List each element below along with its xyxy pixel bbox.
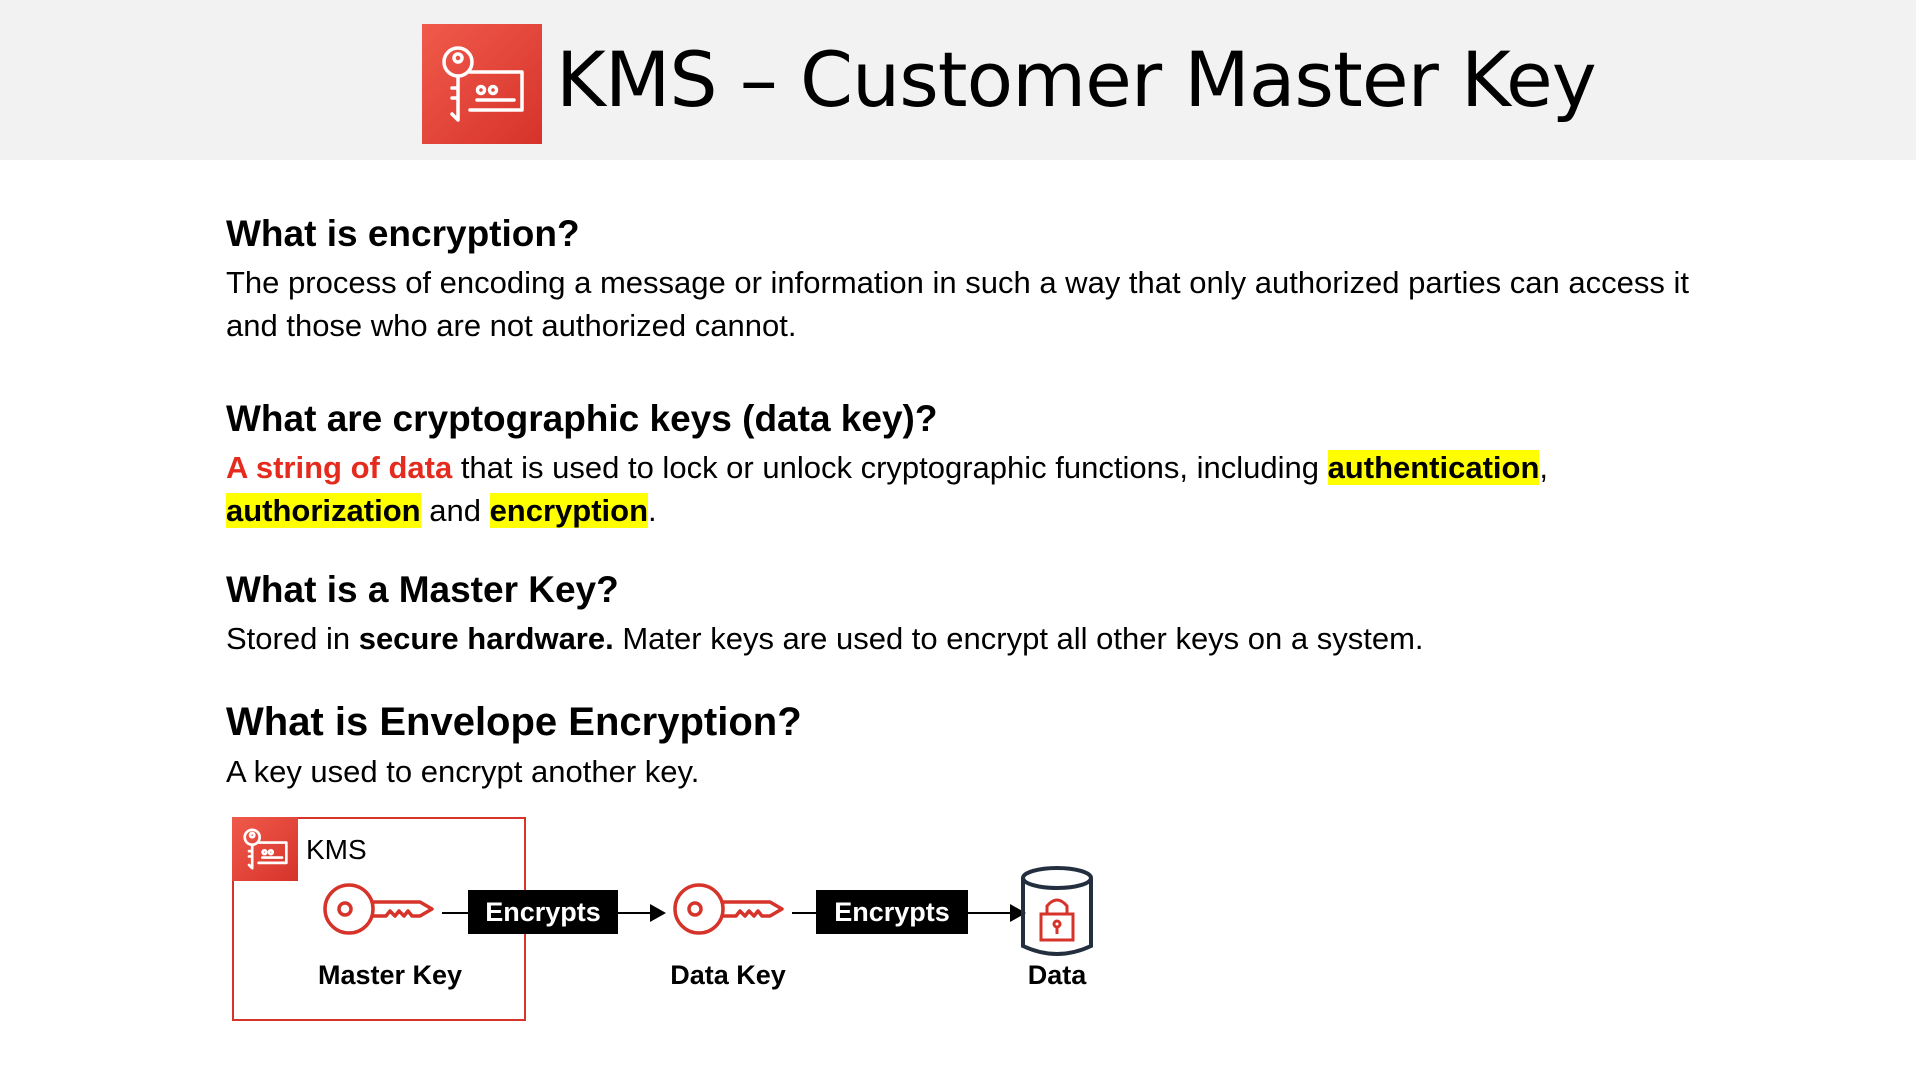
heading-master-key: What is a Master Key? — [226, 569, 619, 610]
arrow-head — [1010, 904, 1026, 922]
kms-label: KMS — [306, 834, 367, 865]
arrow-head — [650, 904, 666, 922]
highlight-authentication: authentication — [1327, 450, 1540, 485]
text-fragment: and — [420, 493, 490, 528]
text-fragment: Mater keys are used to encrypt all other… — [613, 621, 1424, 656]
arrow-line — [618, 912, 652, 914]
data-key-icon — [673, 883, 784, 935]
page-title: KMS – Customer Master Key — [556, 35, 1597, 124]
arrow-line — [442, 912, 468, 914]
data-key-label: Data Key — [670, 960, 786, 990]
master-key-icon — [323, 883, 434, 935]
kms-key-icon — [232, 817, 298, 881]
paragraph-encryption: The process of encoding a message or inf… — [226, 265, 1689, 343]
text-fragment: . — [648, 493, 657, 528]
arrow-line — [792, 912, 816, 914]
paragraph-master-key: Stored in secure hardware. Mater keys ar… — [226, 617, 1706, 660]
highlight-authorization: authorization — [226, 493, 421, 528]
text-fragment: , — [1539, 450, 1549, 485]
kms-key-icon — [422, 24, 542, 144]
arrow-line — [968, 912, 1012, 914]
text-fragment: that is used to lock or unlock cryptogra… — [452, 450, 1328, 485]
master-key-label: Master Key — [317, 960, 463, 990]
paragraph-envelope-encryption: A key used to encrypt another key. — [226, 754, 700, 789]
data-label: Data — [1027, 960, 1087, 990]
paragraph-cryptographic-keys: A string of data that is used to lock or… — [226, 446, 1706, 532]
emphasis-string-of-data: A string of data — [226, 450, 453, 485]
kms-boundary-box — [232, 817, 526, 1021]
heading-encryption: What is encryption? — [226, 213, 580, 254]
database-lock-icon — [1021, 866, 1093, 956]
text-fragment: Stored in — [226, 621, 359, 656]
emphasis-secure-hardware: secure hardware. — [358, 621, 614, 656]
highlight-encryption: encryption — [489, 493, 649, 528]
encrypts-label-2: Encrypts — [816, 890, 968, 934]
heading-cryptographic-keys: What are cryptographic keys (data key)? — [226, 398, 938, 439]
slide-header: KMS – Customer Master Key — [0, 0, 1916, 160]
heading-envelope-encryption: What is Envelope Encryption? — [226, 700, 802, 744]
encrypts-label-1: Encrypts — [468, 890, 618, 934]
